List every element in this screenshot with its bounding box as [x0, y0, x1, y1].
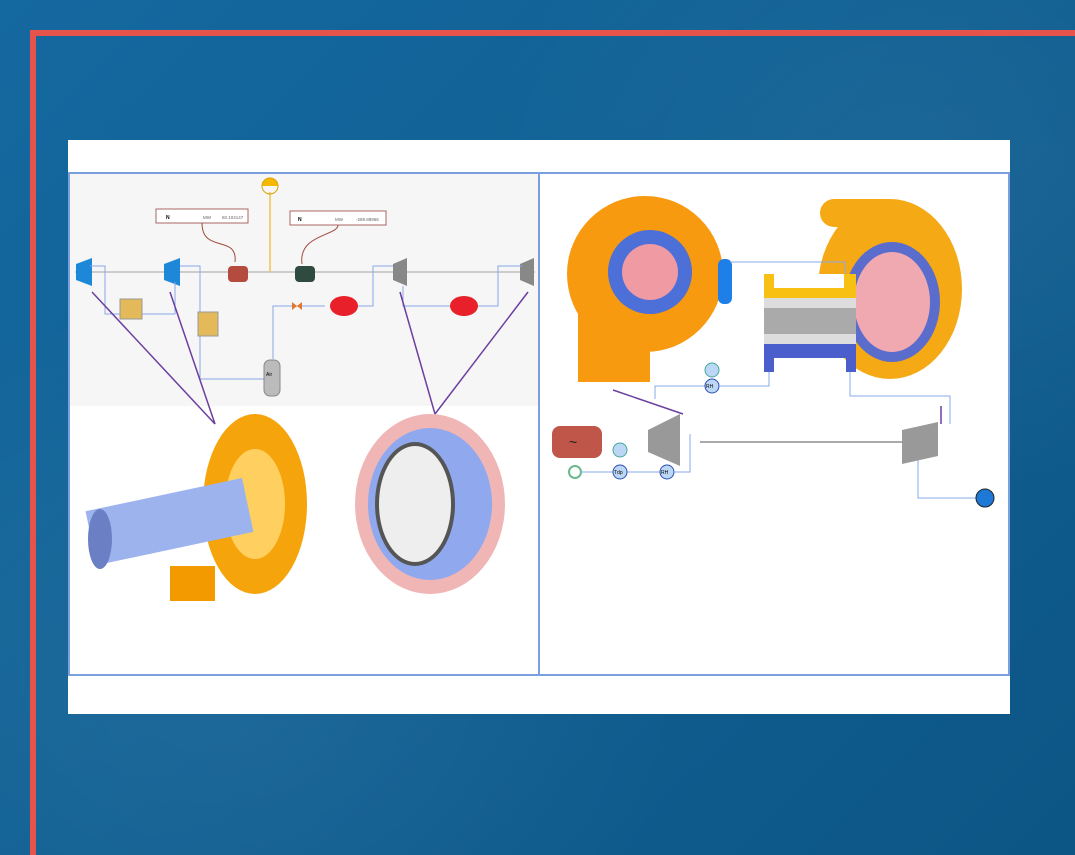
tank-label: Air — [266, 372, 272, 378]
pipe — [849, 372, 951, 424]
recuperator-icon — [197, 311, 219, 337]
intercooler-icon — [119, 298, 143, 320]
arrow-to-volute-1 — [612, 389, 684, 415]
annotation-arrows — [91, 291, 529, 425]
valve-icon — [292, 302, 302, 310]
pipe — [478, 265, 522, 307]
pipe — [730, 261, 846, 276]
reheater-label: RH — [706, 384, 714, 390]
cathode-channel — [764, 344, 856, 358]
reheater-node — [704, 378, 720, 394]
sensor-label: N — [166, 215, 170, 221]
air-tank-icon — [263, 359, 281, 397]
cathode-leg — [764, 358, 774, 372]
cathode-leg — [846, 358, 856, 372]
combustor-2-icon — [450, 296, 478, 316]
sensor-unit: MW — [203, 215, 212, 220]
sensor-unit: MW — [335, 217, 344, 222]
compressor-2-icon — [164, 258, 180, 286]
motor-icon — [295, 266, 315, 282]
volute-3d-render-2 — [818, 199, 962, 379]
turbine-3d-render — [355, 414, 505, 594]
figure-panel: N MW 60.104147 N MW -289.88966 — [68, 140, 1010, 714]
generator-icon — [228, 266, 248, 282]
anode-channel-gap — [774, 274, 844, 288]
sink-node — [704, 362, 720, 378]
sensor-value: -289.88966 — [356, 217, 379, 222]
pipe — [917, 456, 980, 499]
turbine-1-icon — [393, 258, 407, 286]
combustor-1-icon — [330, 296, 358, 316]
fuel-source-icon — [262, 178, 278, 186]
red-frame-border — [30, 30, 1075, 855]
pipe — [654, 385, 705, 399]
right-pane-steam-cycle: RH RH Tdp ~ — [538, 172, 1010, 676]
sine-wave-icon: ~ — [569, 434, 577, 450]
power-sensor-1: N MW 60.104147 — [155, 208, 249, 224]
generator-icon — [552, 426, 602, 458]
compressor-3d-render — [85, 414, 307, 601]
pipe — [720, 372, 770, 387]
pipe — [675, 434, 691, 473]
reheater-node — [659, 464, 675, 480]
electrolyte-layer — [764, 298, 856, 308]
pipe — [350, 265, 393, 307]
sensor-value: 60.104147 — [222, 215, 244, 220]
outlet-node — [568, 465, 582, 479]
fuel-source-outline — [261, 177, 279, 195]
sensor-label: N — [298, 217, 302, 223]
compressor-1-icon — [76, 258, 92, 286]
pipe — [402, 286, 450, 307]
sensor-wire — [201, 222, 236, 263]
volute-3d-render-1 — [567, 196, 723, 382]
source-node — [975, 488, 995, 508]
pipe — [272, 305, 325, 359]
reheater-label: RH — [661, 470, 669, 476]
power-sensor-2: N MW -289.88966 — [289, 210, 387, 226]
sensor-wire — [301, 224, 339, 265]
cell-layer — [764, 308, 856, 334]
gas-cylinder-icon — [718, 259, 732, 304]
tdp-node — [612, 464, 628, 480]
tdp-label: Tdp — [614, 470, 623, 476]
compressor-icon — [902, 422, 938, 464]
pipe — [140, 282, 176, 315]
sink-node — [612, 442, 628, 458]
turbine-2-icon — [520, 258, 534, 286]
left-pane-gas-turbine: N MW 60.104147 N MW -289.88966 — [68, 172, 540, 676]
steam-turbine-icon — [648, 414, 680, 466]
electrolyte-layer — [764, 334, 856, 344]
